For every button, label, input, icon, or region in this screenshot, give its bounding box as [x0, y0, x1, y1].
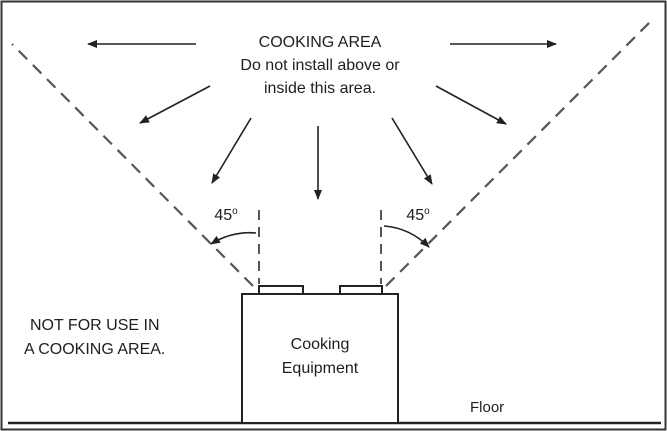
boundary-line-left — [11, 43, 254, 287]
cooking-area-title: COOKING AREA — [258, 34, 382, 51]
arrow-right-diagonal-lower — [391, 117, 433, 185]
angle-label-right: 45o — [406, 206, 430, 224]
equipment-label-line-1: Cooking — [290, 336, 350, 353]
warning-line-1: NOT FOR USE IN — [30, 317, 160, 334]
boundary-line-right — [385, 19, 653, 287]
floor-label: Floor — [470, 399, 505, 416]
arrow-right-diagonal-upper — [435, 85, 507, 125]
arrow-left-diagonal-upper — [139, 85, 211, 124]
angle-label-left: 45o — [214, 206, 238, 224]
burner-right — [339, 285, 383, 295]
angle-arc-right — [383, 225, 430, 248]
warning-line-2: A COOKING AREA. — [24, 341, 166, 358]
cooking-area-line-2: inside this area. — [263, 80, 377, 97]
arrow-left-diagonal-lower — [211, 117, 252, 184]
cooking-area-line-1: Do not install above or — [240, 57, 400, 74]
burner-left — [258, 285, 304, 295]
equipment-label-line-2: Equipment — [281, 360, 359, 377]
cooking-equipment-box — [241, 293, 399, 424]
angle-arc-left — [210, 231, 257, 245]
